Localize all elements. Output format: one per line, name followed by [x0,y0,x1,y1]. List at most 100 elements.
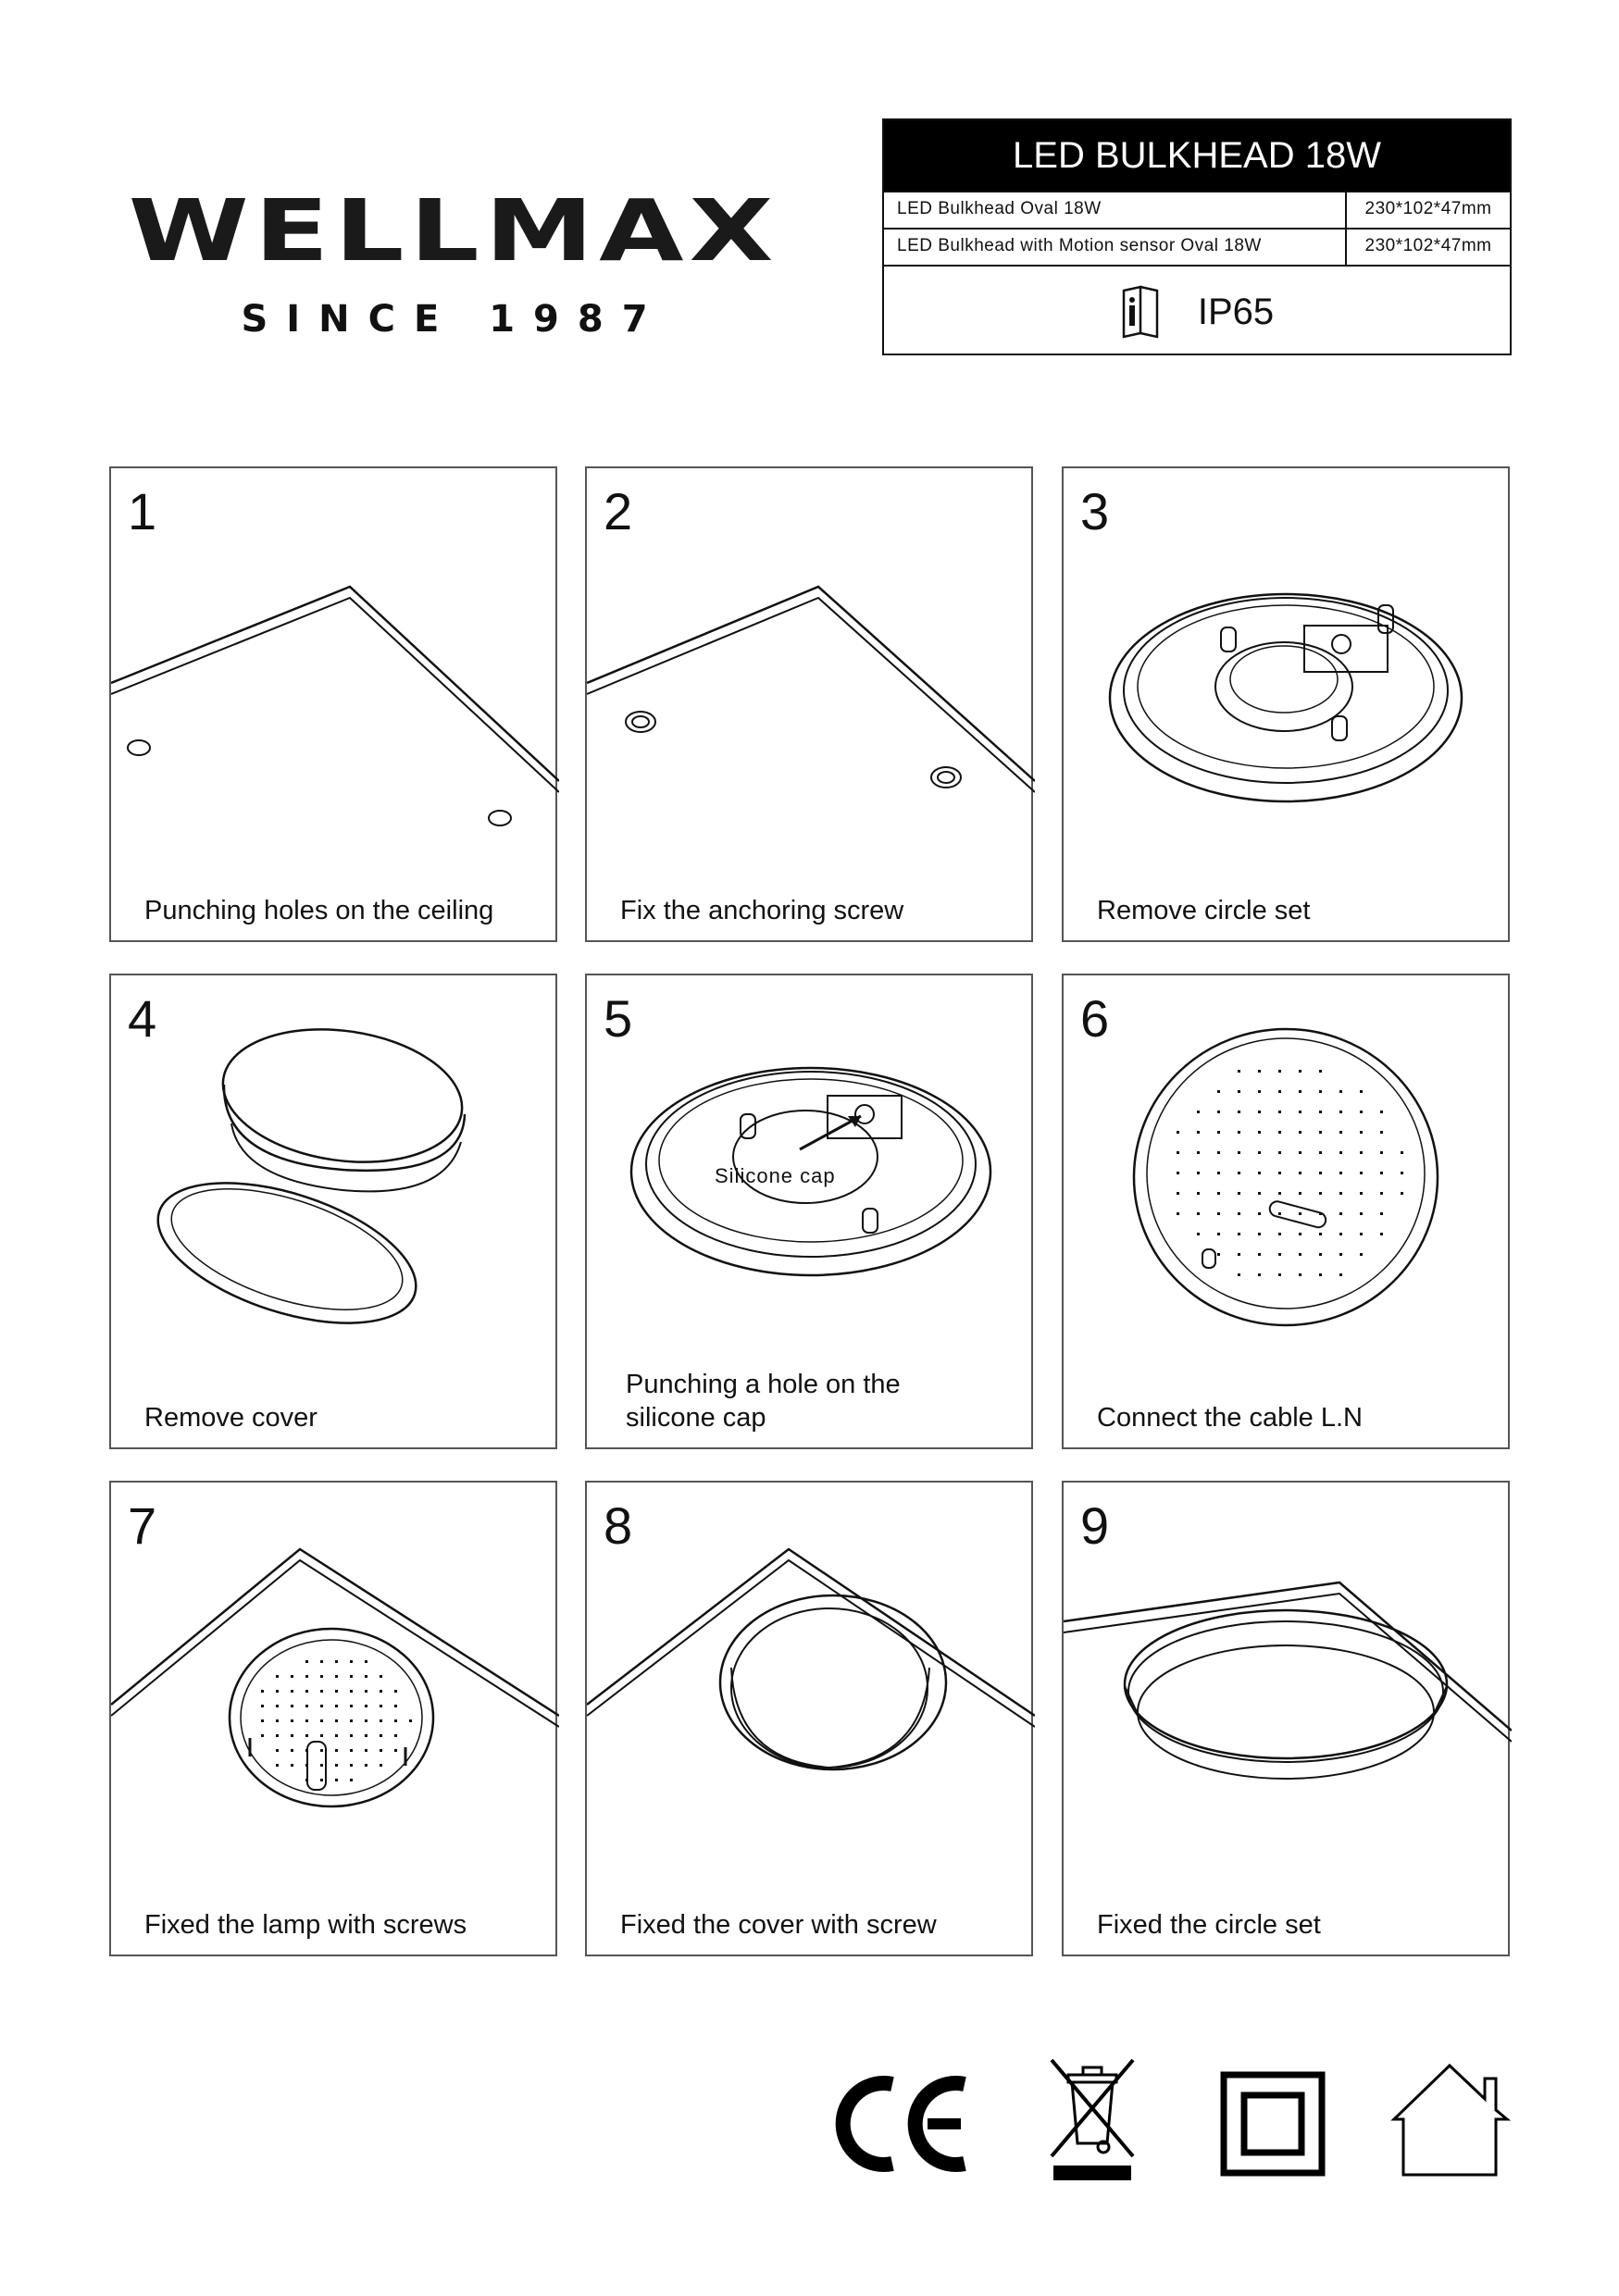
led-dot [350,1660,353,1663]
spec-row-dim: 230*102*47mm [1345,230,1510,265]
led-dot [320,1779,323,1781]
step-panel-7: 7 Fixed the lamp with screws [109,1481,559,1956]
led-dot [1278,1192,1281,1195]
led-dot [350,1764,353,1767]
led-dot [365,1764,367,1767]
led-dot [320,1675,323,1678]
step-panel-6: 6 Connect the cable L.N [1062,974,1510,1449]
led-dot [1217,1212,1220,1215]
led-dot [1299,1151,1301,1154]
step-caption: Remove circle set [1097,896,1311,925]
led-dot [1177,1131,1179,1134]
led-dot [365,1675,367,1678]
led-dot [1339,1233,1342,1235]
step-number: 2 [604,482,633,540]
step-number: 7 [128,1496,157,1555]
led-dot [1339,1273,1342,1276]
led-dot [1299,1070,1301,1073]
led-dot [1177,1212,1179,1215]
step-caption: Fixed the cover with screw [620,1910,937,1940]
led-dot [291,1764,293,1767]
led-dot [291,1719,293,1722]
led-dot [335,1779,338,1781]
led-dot [1258,1131,1261,1134]
led-dot [1197,1212,1200,1215]
led-dot [380,1705,382,1707]
led-dot [1360,1172,1363,1174]
led-dot [1360,1151,1363,1154]
led-dot [1197,1192,1200,1195]
led-dot [276,1705,279,1707]
led-dot [1319,1253,1322,1256]
led-dot [261,1705,264,1707]
led-dot [335,1719,338,1722]
led-dot [380,1734,382,1737]
led-dot [320,1764,323,1767]
led-dot [1339,1090,1342,1093]
step-panel-9: 9 Fixed the circle set [1062,1481,1512,1956]
led-dot [1339,1151,1342,1154]
led-dot [1217,1233,1220,1235]
led-dot [1319,1111,1322,1113]
led-dot [1401,1192,1403,1195]
spec-row: LED Bulkhead Oval 18W 230*102*47mm [884,191,1510,228]
spec-title: LED BULKHEAD 18W [884,120,1510,191]
led-dot [1217,1111,1220,1113]
circle-set-illustration [1108,592,1463,803]
led-dot [350,1705,353,1707]
spec-row-name: LED Bulkhead Oval 18W [897,199,1102,218]
led-dot [276,1719,279,1722]
led-dot [320,1734,323,1737]
led-dot [291,1690,293,1693]
led-dot [365,1734,367,1737]
led-dot [1217,1172,1220,1174]
led-dot [394,1734,397,1737]
led-dot [1299,1172,1301,1174]
step-number: 6 [1080,989,1110,1048]
led-dot [1238,1273,1240,1276]
led-dot [1299,1253,1301,1256]
indoor-house-icon [1390,2063,1512,2177]
led-dot [276,1734,279,1737]
led-dot [1360,1233,1363,1235]
led-dot [276,1749,279,1752]
led-dot [320,1719,323,1722]
step-caption: Fixed the circle set [1097,1910,1321,1940]
brand-name: WELLMAX [128,180,779,280]
brand-since: SINCE 1987 [241,298,666,341]
spec-row-name: LED Bulkhead with Motion sensor Oval 18W [897,236,1262,255]
step-panel-4: 4 Remove cover [109,974,557,1449]
led-dot [1380,1111,1383,1113]
led-dot [1339,1172,1342,1174]
led-dot [1278,1151,1281,1154]
led-dot [1380,1212,1383,1215]
led-dot [1339,1131,1342,1134]
led-dot [1380,1233,1383,1235]
step-caption: Fixed the lamp with screws [144,1910,467,1940]
class-ii-icon [1220,2071,1326,2177]
silicone-cap-illustration [629,1066,992,1277]
led-dot [335,1675,338,1678]
led-dot [380,1749,382,1752]
led-dot [1238,1233,1240,1235]
led-dot [1177,1192,1179,1195]
led-dot [1278,1111,1281,1113]
spec-row: LED Bulkhead with Motion sensor Oval 18W… [884,228,1510,265]
led-dot [1299,1192,1301,1195]
led-dot [1258,1233,1261,1235]
led-dot [335,1660,338,1663]
led-dot [1339,1192,1342,1195]
led-dot [350,1734,353,1737]
led-dot [394,1705,397,1707]
led-dot [1217,1253,1220,1256]
led-dot [1258,1192,1261,1195]
led-dot [1319,1090,1322,1093]
led-dot [1278,1273,1281,1276]
led-dot [305,1675,308,1678]
led-dot [1380,1131,1383,1134]
led-dot [350,1675,353,1678]
brand-logo: WELLMAX SINCE 1987 [111,176,796,341]
led-dot [291,1749,293,1752]
led-dot [1258,1212,1261,1215]
led-dot [1299,1131,1301,1134]
